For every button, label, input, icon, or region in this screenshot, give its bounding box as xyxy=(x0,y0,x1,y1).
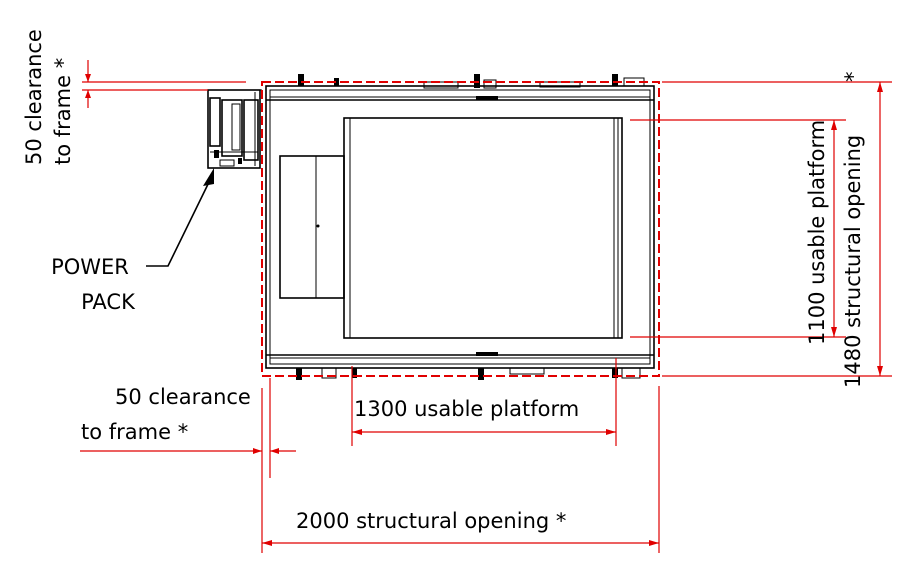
left-clearance-label-line1: 50 clearance xyxy=(115,385,251,409)
power-pack-label-line2: PACK xyxy=(81,290,136,314)
usable-width-dimension xyxy=(351,358,617,446)
power-pack-unit xyxy=(207,89,262,169)
left-clearance-label: 50 clearance to frame * xyxy=(81,385,251,444)
power-pack-leader xyxy=(146,168,214,267)
structural-depth-label: 1480 structural opening xyxy=(841,135,865,388)
usable-depth-label: 1100 usable platform xyxy=(805,120,829,345)
structural-opening-outline xyxy=(261,81,660,377)
structural-depth-asterisk: * xyxy=(841,72,865,83)
top-clearance-label-line1: 50 clearance xyxy=(22,29,46,165)
top-clearance-dimension xyxy=(82,60,246,108)
power-pack-label: POWER PACK xyxy=(51,255,136,314)
structural-width-label: 2000 structural opening * xyxy=(296,509,566,533)
left-clearance-label-line2: to frame * xyxy=(81,420,188,444)
top-clearance-label-line2: to frame * xyxy=(51,58,75,165)
left-clearance-dimension xyxy=(80,378,296,478)
usable-platform-deck xyxy=(343,117,623,339)
usable-depth-dimension xyxy=(630,119,846,338)
usable-width-label: 1300 usable platform xyxy=(354,397,579,421)
structural-depth-dimension xyxy=(662,81,892,377)
platform-frame xyxy=(265,74,655,380)
structural-width-dimension xyxy=(261,386,660,553)
power-pack-label-line1: POWER xyxy=(51,255,129,279)
top-clearance-label: 50 clearance to frame * xyxy=(22,29,75,165)
side-panel xyxy=(279,155,345,299)
